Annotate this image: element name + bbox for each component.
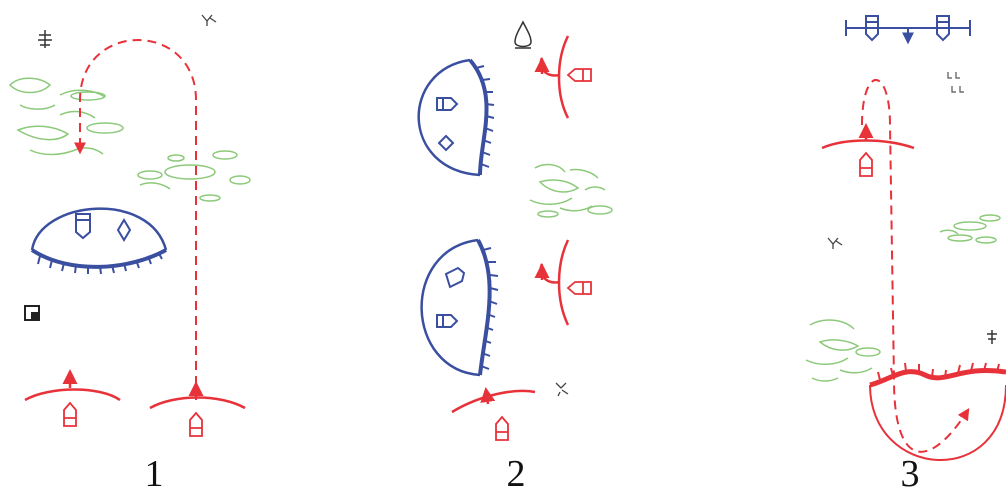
vegetation-area-1a — [8, 77, 124, 156]
friendly-unit-1a — [24, 369, 121, 427]
panel-2 — [417, 20, 613, 441]
enemy-vehicle-icon — [436, 97, 459, 111]
friendly-unit-3a — [821, 123, 915, 177]
enemy-diamond-icon — [437, 134, 455, 152]
panel-1 — [8, 14, 251, 437]
pine-tree-icon — [987, 330, 997, 344]
landmark-icon — [947, 72, 964, 93]
enemy-vehicle-icon — [436, 314, 459, 328]
friendly-vehicle-icon — [63, 401, 77, 427]
vegetation-area-2 — [529, 163, 613, 218]
panel-1-caption: 1 — [144, 453, 164, 495]
vegetation-area-3b — [805, 319, 881, 382]
enemy-vehicle-icon — [444, 266, 466, 289]
friendly-unit-1b — [149, 381, 246, 437]
small-square-icon — [24, 305, 40, 321]
friendly-vehicle-icon — [566, 68, 592, 82]
enemy-vehicle-icon — [936, 15, 950, 42]
grass-icon — [827, 237, 843, 249]
pine-tree-icon — [38, 30, 52, 48]
vegetation-area-3a — [939, 214, 1001, 244]
enemy-position-2a — [417, 58, 495, 177]
friendly-unit-2c — [451, 387, 536, 441]
panel-3-caption: 3 — [900, 453, 920, 495]
friendly-vehicle-icon — [189, 411, 203, 437]
drop-icon — [514, 20, 532, 49]
friendly-vehicle-icon — [566, 281, 592, 295]
enemy-column-3 — [845, 15, 971, 45]
enemy-vehicle-icon — [75, 213, 91, 240]
friendly-unit-2a — [534, 35, 592, 119]
friendly-vehicle-icon — [859, 151, 873, 177]
enemy-position-2b — [420, 238, 499, 377]
friendly-vehicle-icon — [495, 415, 509, 441]
enemy-vehicle-icon — [865, 15, 879, 42]
vegetation-area-1b — [137, 150, 251, 202]
panel-2-caption: 2 — [506, 453, 526, 495]
envelopment-route — [861, 79, 970, 453]
flanking-route — [74, 39, 197, 400]
friendly-position-3b — [869, 362, 1006, 461]
grass-icon — [555, 382, 569, 397]
bush-icon — [201, 14, 217, 26]
panel-3 — [805, 15, 1006, 461]
enemy-diamond-icon — [116, 218, 132, 242]
enemy-position-1 — [30, 207, 168, 275]
friendly-unit-2b — [534, 239, 592, 326]
